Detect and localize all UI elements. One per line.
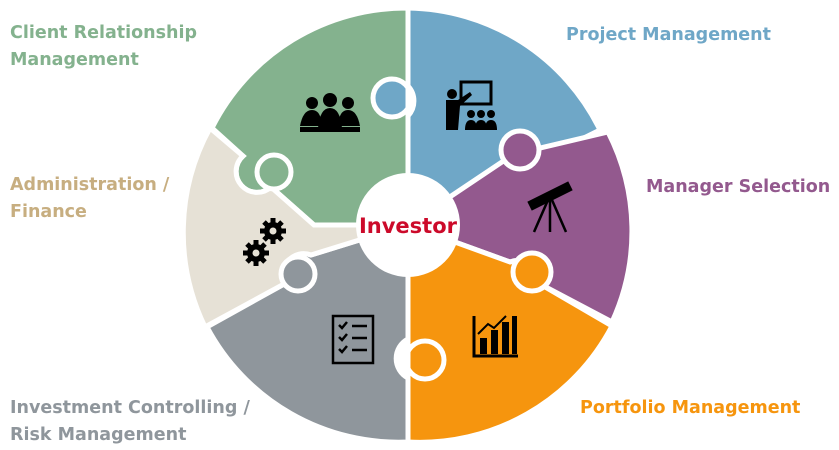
label-client-relationship: Client Relationship Management (10, 20, 197, 74)
label-line: Client Relationship (10, 23, 198, 43)
presenter-board-icon (446, 80, 497, 130)
center-label: Investor (359, 214, 458, 238)
label-investment-controlling: Investment Controlling / Risk Management (10, 395, 250, 449)
label-line: Investment Controlling / (10, 398, 250, 418)
checklist-icon (331, 314, 375, 365)
label-line: Finance (10, 202, 87, 222)
label-line: Manager Selection (646, 177, 831, 197)
knob-right-upper (498, 128, 542, 172)
knob-left-upper (254, 152, 294, 192)
knob-bottom (403, 338, 447, 382)
label-line: Project Management (566, 25, 771, 45)
knob-left-lower (278, 254, 318, 294)
label-line: Risk Management (10, 425, 187, 445)
knob-right-lower (510, 250, 554, 294)
label-project-management: Project Management (566, 22, 771, 49)
label-administration-finance: Administration / Finance (10, 172, 169, 226)
label-line: Administration / (10, 175, 170, 195)
knob-top (370, 76, 414, 120)
label-line: Management (10, 50, 139, 70)
label-line: Portfolio Management (580, 398, 801, 418)
people-group-icon (300, 93, 360, 132)
label-portfolio-management: Portfolio Management (580, 395, 800, 422)
telescope-icon (527, 181, 573, 233)
label-manager-selection: Manager Selection (646, 174, 830, 201)
gears-icon (243, 218, 286, 266)
segment-project-management (405, 5, 604, 230)
bar-chart-growth-icon (472, 315, 518, 358)
center-circle (356, 173, 460, 277)
